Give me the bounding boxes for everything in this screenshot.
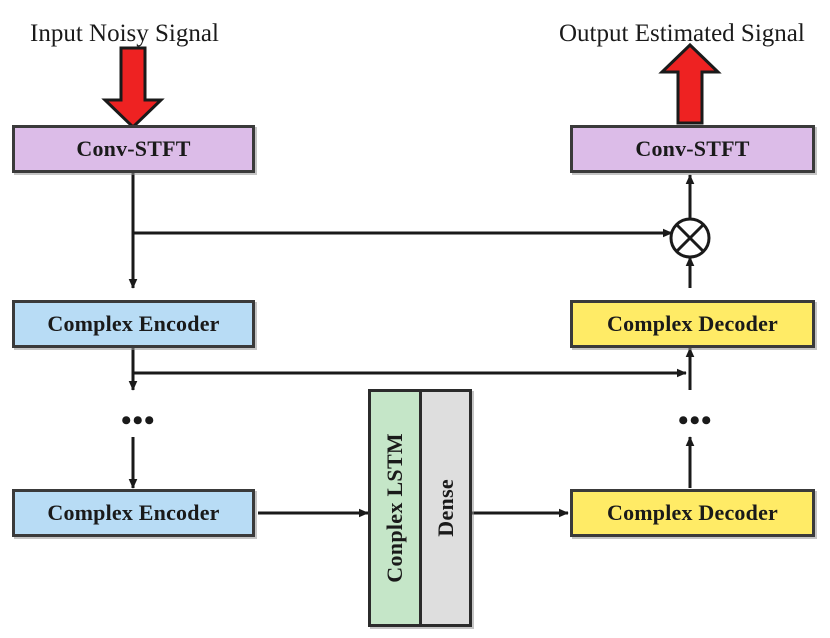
input-signal-label: Input Noisy Signal (30, 20, 219, 47)
multiply-operator-glyph (669, 217, 711, 259)
block-complex-decoder-bottom[interactable]: Complex Decoder (570, 489, 815, 537)
block-complex-decoder-top[interactable]: Complex Decoder (570, 300, 815, 348)
block-label: Complex Decoder (606, 311, 778, 336)
block-conv-stft-output[interactable]: Conv-STFT (570, 125, 815, 173)
decoder-stack-ellipsis: ••• (678, 404, 713, 437)
block-label: Complex Encoder (47, 500, 220, 525)
block-bottleneck-group: Conplex LSTM Dense (368, 389, 472, 627)
block-label: Complex Encoder (47, 311, 220, 336)
block-complex-encoder-top[interactable]: Complex Encoder (12, 300, 255, 348)
block-label: Complex Decoder (606, 500, 778, 525)
block-conv-stft-input[interactable]: Conv-STFT (12, 125, 255, 173)
block-dense[interactable]: Dense (422, 392, 469, 624)
block-complex-encoder-bottom[interactable]: Complex Encoder (12, 489, 255, 537)
input-signal-arrow-glyph (101, 46, 165, 130)
block-label: Conplex LSTM (382, 433, 407, 583)
block-conplex-lstm[interactable]: Conplex LSTM (371, 392, 422, 624)
block-label: Conv-STFT (76, 136, 191, 161)
output-signal-label: Output Estimated Signal (559, 20, 805, 47)
block-label: Dense (432, 479, 458, 537)
encoder-stack-ellipsis: ••• (121, 404, 156, 437)
output-signal-arrow-glyph (658, 42, 722, 125)
block-label: Conv-STFT (635, 136, 750, 161)
